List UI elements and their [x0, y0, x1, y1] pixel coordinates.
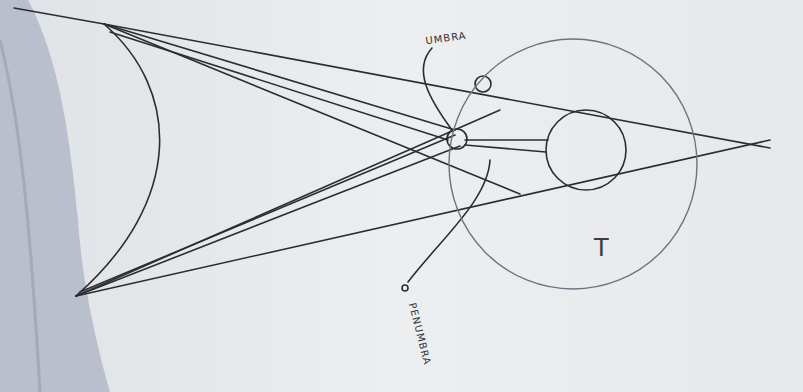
- leader-line: [423, 48, 452, 130]
- earth: [546, 110, 626, 190]
- leader-dot: [402, 285, 408, 291]
- sun-top: [14, 8, 104, 24]
- penumbra-ray: [76, 140, 770, 296]
- umbra-ray: [104, 24, 455, 130]
- sleeve-fold: [0, 40, 40, 392]
- umbra-ray: [76, 110, 500, 296]
- umbra-ray: [76, 146, 460, 296]
- leader-line: [408, 160, 490, 282]
- umbra-ray: [104, 24, 520, 194]
- orbit-circle: T: [448, 38, 698, 290]
- shadow-ray: [465, 145, 546, 152]
- shadow-ray: [465, 139, 548, 141]
- orbit-path: [449, 39, 697, 289]
- umbra-ray: [80, 135, 455, 292]
- earth-letter: T: [594, 234, 609, 262]
- sun-arc: [76, 24, 160, 296]
- umbra-ray: [110, 32, 448, 140]
- orbit-outline: [448, 38, 698, 290]
- sleeve: [0, 0, 110, 392]
